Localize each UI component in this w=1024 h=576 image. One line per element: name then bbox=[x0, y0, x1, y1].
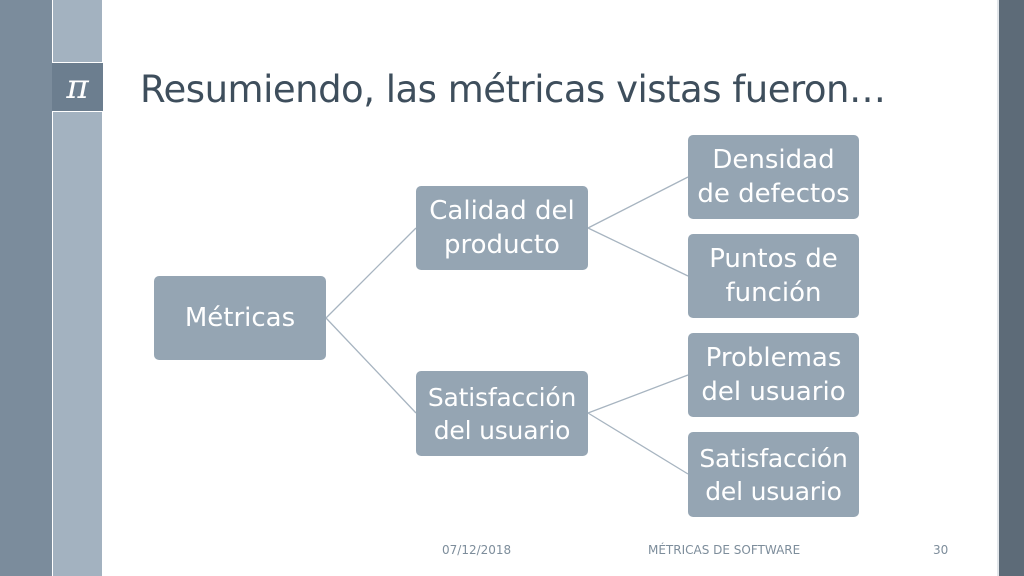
pi-icon: π bbox=[66, 67, 89, 107]
branch-node-calidad-producto: Calidad del producto bbox=[416, 186, 588, 270]
leaf-node-problemas-usuario: Problemas del usuario bbox=[688, 333, 859, 417]
connector-branch-2-child-2 bbox=[587, 412, 689, 475]
leaf-node-satisfaccion-usuario: Satisfacción del usuario bbox=[688, 432, 859, 517]
right-decorative-band bbox=[997, 0, 1024, 576]
slide-title: Resumiendo, las métricas vistas fueron… bbox=[140, 68, 886, 111]
leaf-node-densidad-defectos: Densidad de defectos bbox=[688, 135, 859, 219]
connector-branch-1-child-2 bbox=[587, 227, 689, 277]
connector-branch-1-child-1 bbox=[587, 176, 689, 229]
footer-page-number: 30 bbox=[933, 543, 949, 557]
branch-node-satisfaccion-usuario: Satisfacción del usuario bbox=[416, 371, 588, 456]
leaf-node-puntos-funcion: Puntos de función bbox=[688, 234, 859, 318]
connector-root-branch-2 bbox=[325, 317, 417, 414]
root-node: Métricas bbox=[154, 276, 326, 360]
left-decorative-band bbox=[0, 0, 52, 576]
connector-root-branch-1 bbox=[325, 227, 417, 319]
connector-branch-2-child-1 bbox=[587, 374, 689, 414]
pi-icon-box: π bbox=[52, 62, 103, 112]
footer-date: 07/12/2018 bbox=[442, 543, 512, 557]
footer-subject: MÉTRICAS DE SOFTWARE bbox=[648, 543, 801, 557]
